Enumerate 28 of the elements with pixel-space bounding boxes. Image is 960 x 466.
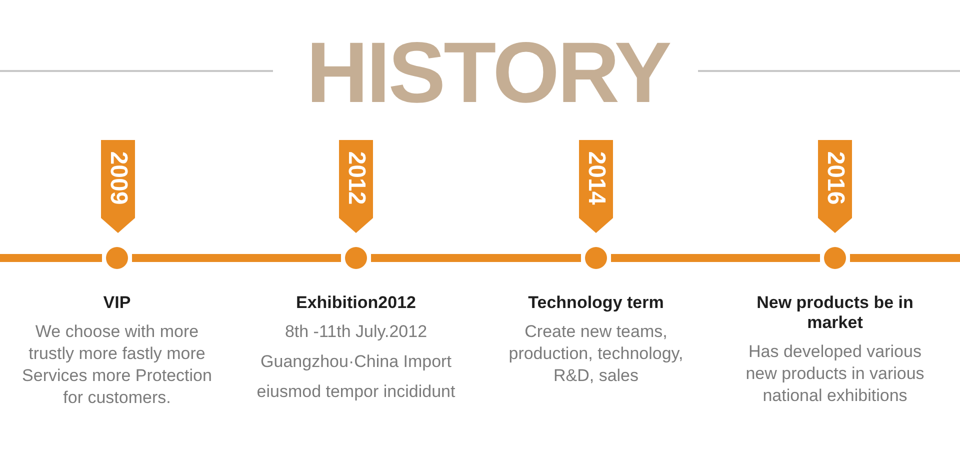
year-flag bbox=[579, 140, 613, 233]
milestone-dot bbox=[345, 247, 367, 269]
milestone-description: 8th -11th July.2012 bbox=[284, 321, 428, 343]
year-flag bbox=[818, 140, 852, 233]
milestone-heading: VIP bbox=[103, 293, 131, 313]
milestone-heading: Technology term bbox=[528, 293, 664, 313]
milestone-description: Create new teams, production, technology, R&D, sales bbox=[508, 321, 684, 387]
milestone-description: Guangzhou·China Import bbox=[260, 351, 452, 373]
year-flag bbox=[339, 140, 373, 233]
timeline-segment bbox=[611, 254, 820, 262]
year-label: 2014 bbox=[584, 151, 608, 205]
milestone-description: eiusmod tempor incididunt bbox=[256, 381, 456, 403]
milestone-dot bbox=[824, 247, 846, 269]
milestone-description: We choose with more trustly more fastly more Services more Protection for customers. bbox=[21, 321, 213, 409]
milestone-dot bbox=[106, 247, 128, 269]
year-label: 2009 bbox=[106, 151, 130, 205]
year-flag bbox=[101, 140, 135, 233]
year-label: 2016 bbox=[823, 151, 847, 205]
year-label: 2012 bbox=[344, 151, 368, 205]
title-heading: HISTORY bbox=[306, 30, 670, 116]
timeline-segment bbox=[371, 254, 581, 262]
milestone-heading: Exhibition2012 bbox=[296, 293, 416, 313]
timeline-segment bbox=[850, 254, 960, 262]
milestone-dot bbox=[585, 247, 607, 269]
timeline-segment bbox=[132, 254, 341, 262]
milestone-description: Has developed various new products in various national exhibitions bbox=[744, 341, 926, 407]
milestone-heading: New products be in market bbox=[756, 293, 914, 333]
timeline-segment bbox=[0, 254, 102, 262]
